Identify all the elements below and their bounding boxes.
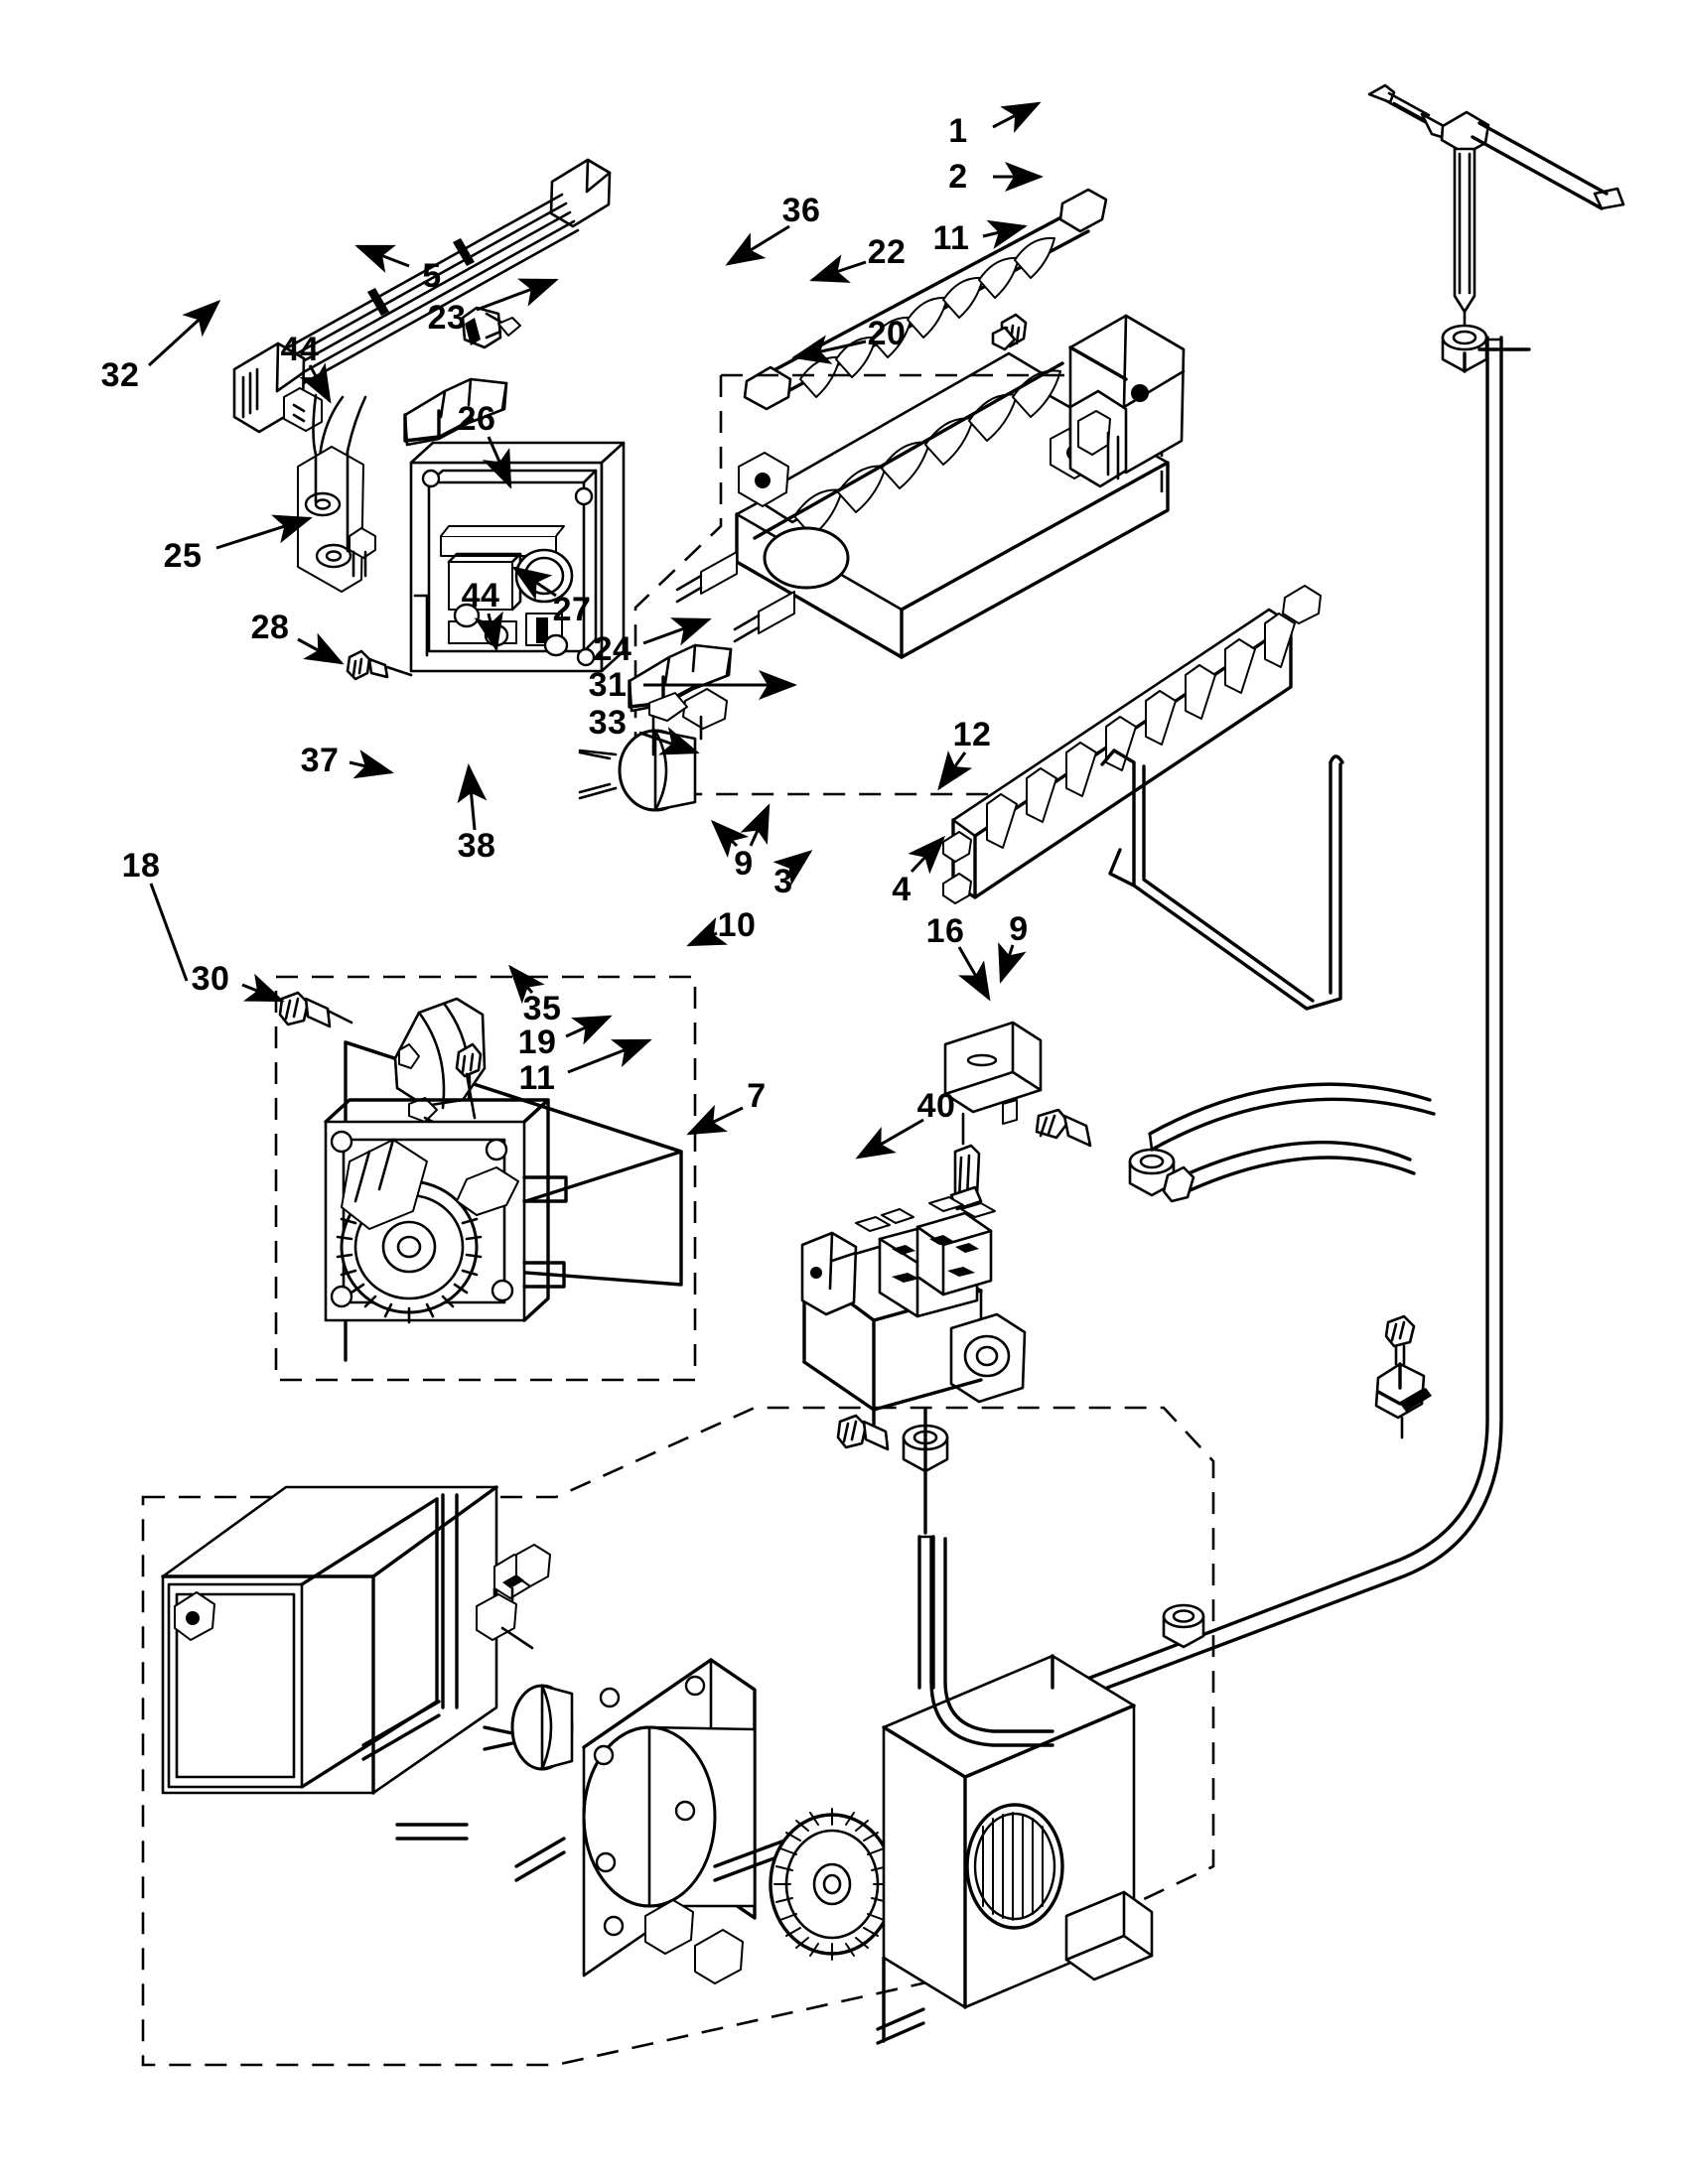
- part-control-module-25: [409, 441, 626, 673]
- part-terminal-clip-44a: [403, 377, 508, 447]
- part-wire-clip-5: [461, 306, 521, 349]
- part-solenoid-37: [393, 997, 487, 1134]
- part-screw-30: [278, 991, 353, 1028]
- callout-11a: 11: [932, 219, 970, 257]
- part-ice-stripper-24: [942, 585, 1322, 904]
- part-ejector-pin-26: [648, 688, 728, 741]
- callout-3: 3: [773, 863, 793, 900]
- callout-40: 40: [916, 1087, 956, 1125]
- part-water-inlet-valve-10: [800, 1196, 1027, 1435]
- callout-20: 20: [867, 315, 907, 352]
- callout-12: 12: [952, 716, 992, 753]
- callout-22: 22: [867, 233, 907, 271]
- part-water-tube-4: [1162, 1141, 1416, 1203]
- part-screw-9-diagonal: [1035, 1108, 1092, 1148]
- part-water-tube-7: [917, 1408, 935, 1690]
- part-ice-mold-heater-23: [743, 188, 1108, 411]
- callout-30: 30: [191, 960, 230, 998]
- callout-9a: 9: [734, 845, 754, 883]
- callout-44a: 44: [280, 331, 320, 368]
- callout-36: 36: [781, 192, 821, 229]
- callout-9b: 9: [1009, 910, 1029, 948]
- callout-27: 27: [552, 591, 592, 628]
- part-gearmotor-35: [324, 1098, 568, 1324]
- callout-1: 1: [948, 112, 968, 150]
- callout-4: 4: [892, 871, 912, 908]
- callout-32: 32: [100, 356, 140, 394]
- part-ice-chute-22: [1068, 314, 1186, 488]
- part-water-supply-line-right: [1031, 336, 1503, 1715]
- part-fan-housing-assembly: [161, 1485, 1154, 2045]
- part-shutoff-arm-31: [1100, 749, 1344, 1011]
- callout-7: 7: [747, 1077, 767, 1115]
- callout-10: 10: [717, 906, 757, 944]
- part-water-tube-12: [1148, 1082, 1436, 1152]
- leader-lines: [147, 101, 1044, 1160]
- callout-31: 31: [588, 666, 628, 704]
- part-bracket-33: [943, 1021, 1043, 1146]
- callout-11b: 11: [518, 1059, 556, 1097]
- callout-25: 25: [163, 537, 203, 575]
- callout-23: 23: [427, 299, 467, 337]
- group-box-35: [274, 975, 697, 1382]
- callout-26: 26: [457, 400, 496, 438]
- part-clamp-16: [1374, 1362, 1432, 1439]
- part-fill-tube-probe: [1367, 83, 1625, 373]
- part-terminal-clip-44b: [628, 643, 733, 713]
- callout-35: 35: [522, 990, 562, 1027]
- callout-28: 28: [250, 609, 290, 646]
- part-screw-9-vertical: [949, 1144, 983, 1211]
- part-screw-38: [455, 1042, 483, 1120]
- part-hex-nut-40: [1162, 1603, 1205, 1649]
- part-nut-3: [1128, 1148, 1176, 1197]
- callout-16: 16: [925, 912, 965, 950]
- part-screw-28: [346, 649, 413, 681]
- callout-5: 5: [422, 257, 442, 295]
- callout-19: 19: [517, 1024, 557, 1061]
- callout-33: 33: [588, 704, 628, 742]
- part-screw-9b: [1384, 1314, 1416, 1390]
- group-box-18: [141, 1406, 1215, 2067]
- callout-2: 2: [948, 158, 968, 196]
- callout-38: 38: [457, 827, 496, 865]
- part-wiring-harness: [232, 158, 612, 593]
- callout-44b: 44: [461, 577, 500, 614]
- part-screw-19: [836, 1414, 890, 1451]
- callout-37: 37: [300, 742, 340, 779]
- callout-24: 24: [593, 630, 632, 668]
- callout-18: 18: [121, 847, 161, 885]
- part-screw-36: [991, 313, 1028, 351]
